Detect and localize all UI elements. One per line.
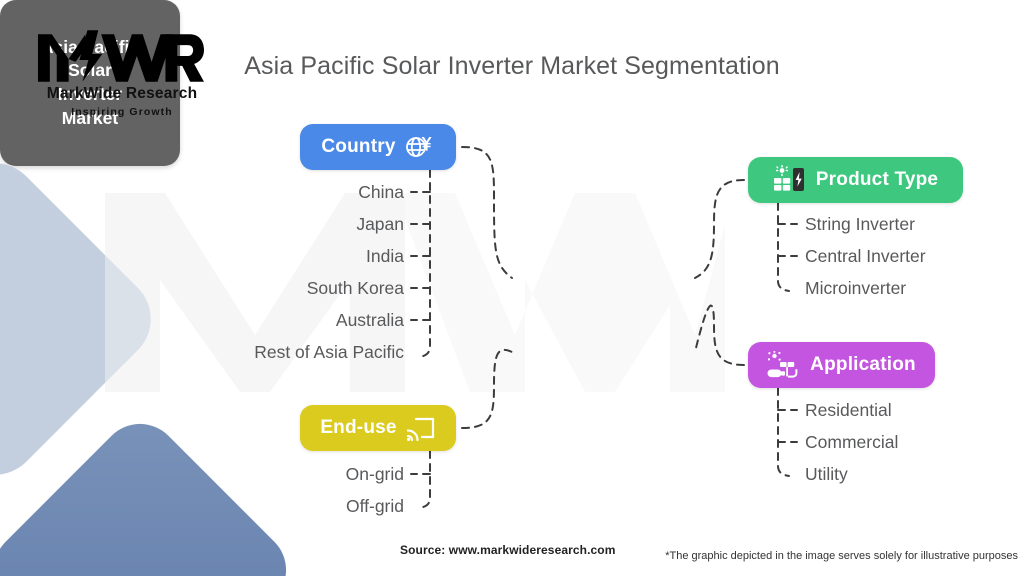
branch-label-application: Application [810,354,916,375]
leaf-country-4: Australia [335,310,404,330]
center-line-4: Market [61,107,119,128]
branch-label-product-type: Product Type [815,169,939,190]
leaf-country-2: India [366,246,404,266]
brand-name: MarkWide Research [46,85,198,102]
cast-screen-icon [406,417,434,441]
leaf-country-0: China [358,182,404,202]
leaf-application-2: Utility [805,464,848,484]
center-line-3: Inverter [57,84,123,104]
wire-country-spine [418,169,431,358]
leaf-application-1: Commercial [805,432,899,452]
leaf-end-use-0: On-grid [345,464,404,484]
page-title: Asia Pacific Solar Inverter Market Segme… [244,52,780,80]
leaf-product-type-2: Microinverter [805,278,907,298]
leaf-country-3: South Korea [306,278,404,298]
wire-application-spine [777,387,790,477]
wire-enduse-spine [418,450,431,509]
branch-node-product-type[interactable]: Product Type [748,157,963,203]
wire-country-to-center [461,146,513,279]
wire-product-spine [777,202,790,292]
mwr-logo-icon [37,30,204,82]
wire-product-to-center [694,179,745,279]
wire-application-to-center [694,304,745,366]
footer-disclaimer: *The graphic depicted in the image serve… [665,550,1018,562]
wire-enduse-to-center [461,348,513,429]
globe-yen-icon [405,137,432,157]
leaf-country-1: Japan [356,214,404,234]
branch-label-end-use: End-use [320,417,397,438]
branch-node-country[interactable]: Country [300,124,456,170]
footer-source: Source: www.markwideresearch.com [400,543,616,557]
branch-node-application[interactable]: Application [748,342,935,388]
brand-logo: MarkWide Research Inspiring Growth [22,28,222,120]
leaf-application-0: Residential [805,400,892,420]
solar-panel-battery-icon [773,165,804,191]
solar-plug-icon [767,351,798,378]
leaf-country-5: Rest of Asia Pacific [254,342,404,362]
brand-tagline: Inspiring Growth [71,106,173,118]
branch-label-country: Country [321,136,396,157]
leaf-end-use-1: Off-grid [345,496,404,516]
leaf-product-type-0: String Inverter [805,214,915,234]
leaf-product-type-1: Central Inverter [805,246,926,266]
branch-node-end-use[interactable]: End-use [300,405,456,451]
